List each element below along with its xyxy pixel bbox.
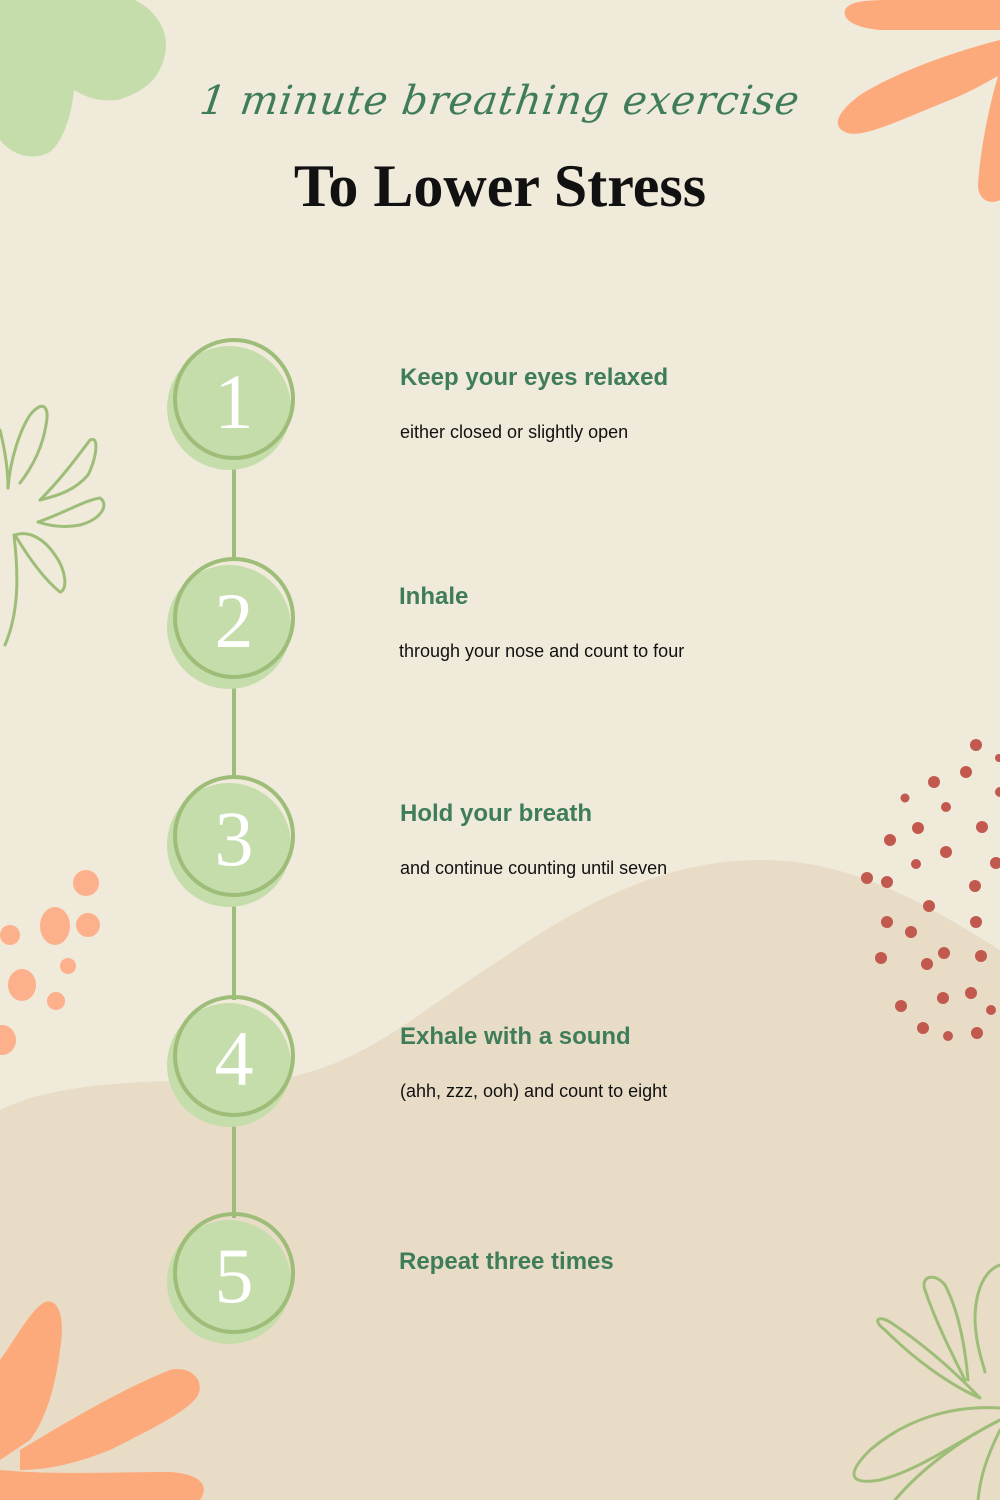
step-description: and continue counting until seven <box>400 858 668 878</box>
step-number-badge: 2 <box>173 557 295 679</box>
step-title: Exhale with a sound <box>400 1023 631 1050</box>
step-number-badge: 3 <box>173 775 295 897</box>
step-description: (ahh, zzz, ooh) and count to eight <box>400 1081 668 1101</box>
step-1: 1 Keep your eyes relaxed either closed o… <box>0 338 1000 470</box>
step-description: either closed or slightly open <box>400 422 629 442</box>
step-3: 3 Hold your breath and continue counting… <box>0 775 1000 907</box>
timeline-connector <box>232 902 236 1000</box>
step-title: Repeat three times <box>399 1248 614 1275</box>
subtitle-script: 1 minute breathing exercise <box>197 78 803 124</box>
timeline-connector <box>232 464 236 560</box>
outline-flower-left <box>0 404 106 647</box>
step-number-badge: 5 <box>173 1212 295 1334</box>
step-number: 5 <box>214 1232 254 1319</box>
step-number-badge: 1 <box>173 338 295 460</box>
page-title: To Lower Stress <box>293 153 707 219</box>
timeline-connector <box>232 683 236 779</box>
step-number: 3 <box>214 795 254 882</box>
orange-flower-bottom-left <box>0 1301 204 1500</box>
step-number: 4 <box>214 1015 254 1102</box>
step-2: 2 Inhale through your nose and count to … <box>0 557 1000 689</box>
green-blob-top-left <box>0 0 166 157</box>
step-number-badge: 4 <box>173 995 295 1117</box>
outline-flower-bottom-right <box>852 1263 1000 1500</box>
step-title: Hold your breath <box>400 800 593 827</box>
step-4: 4 Exhale with a sound (ahh, zzz, ooh) an… <box>0 995 1000 1127</box>
step-number: 1 <box>214 358 254 445</box>
step-title: Keep your eyes relaxed <box>400 364 669 391</box>
orange-flower-top-right <box>837 0 1000 202</box>
orange-dots-left <box>0 870 100 1055</box>
timeline-connector <box>232 1122 236 1218</box>
step-description: through your nose and count to four <box>399 641 685 661</box>
step-title: Inhale <box>399 583 469 610</box>
step-number: 2 <box>214 577 254 664</box>
red-dots-right <box>861 739 1000 1041</box>
step-5: 5 Repeat three times <box>0 1212 1000 1344</box>
